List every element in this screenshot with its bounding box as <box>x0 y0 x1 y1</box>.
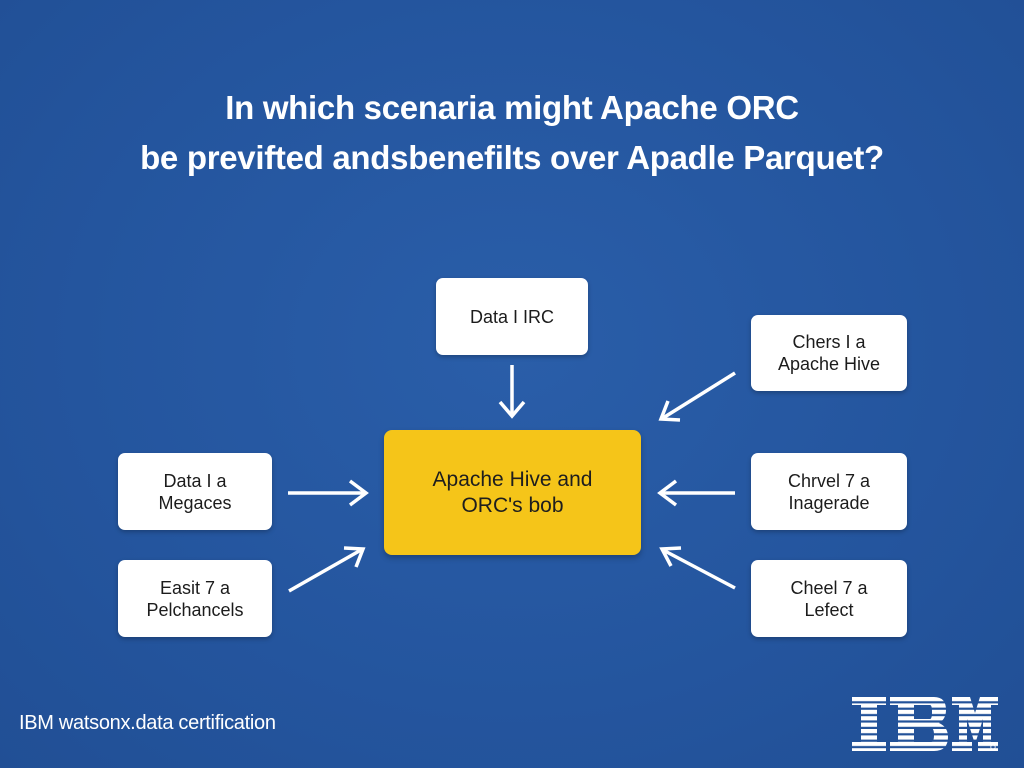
node-right-top-line-2: Apache Hive <box>777 354 881 374</box>
question-title-line-2: be previfted andsbenefilts over Apadle P… <box>140 139 884 176</box>
center-node-apache-hive-orc: Apache Hive and ORC's bob <box>384 430 641 555</box>
node-right-bottom-line-1: Cheel 7 a <box>790 577 868 598</box>
node-left-top-line-1: Data I a <box>163 470 227 491</box>
question-title-line-1: In which scenaria might Apache ORC <box>225 89 799 126</box>
arrow-right-middle-to-center <box>657 479 735 507</box>
arrow-right-top-to-center <box>658 371 736 422</box>
node-left-bottom-line-1: Easit 7 a <box>159 577 231 598</box>
node-right-middle: Chrvel 7 a Inagerade <box>751 453 907 530</box>
node-top: Data I IRC <box>436 278 588 355</box>
node-left-top: Data I a Megaces <box>118 453 272 530</box>
node-right-top-line-1: Chers I a <box>792 332 866 352</box>
node-right-bottom-line-2: Lefect <box>804 599 854 620</box>
node-right-bottom: Cheel 7 a Lefect <box>751 560 907 637</box>
node-left-bottom: Easit 7 a Pelchancels <box>118 560 272 637</box>
arrow-left-bottom-to-center <box>288 546 366 593</box>
node-left-top-line-2: Megaces <box>158 492 232 513</box>
arrow-left-top-to-center <box>288 479 369 507</box>
node-right-middle-line-2: Inagerade <box>788 492 870 513</box>
footer-caption: IBM watsonx.data certification <box>19 712 276 734</box>
arrow-top-to-center <box>498 365 526 419</box>
arrow-right-bottom-to-center <box>659 546 736 590</box>
center-node-line-1: Apache Hive and <box>432 467 593 491</box>
center-node-line-2: ORC's bob <box>461 493 564 517</box>
node-right-top: Chers I a Apache Hive <box>751 315 907 391</box>
node-right-middle-line-1: Chrvel 7 a <box>787 470 871 491</box>
ibm-logo-icon <box>852 697 998 751</box>
node-top-label: Data I IRC <box>469 306 555 327</box>
node-left-bottom-line-2: Pelchancels <box>146 599 244 620</box>
